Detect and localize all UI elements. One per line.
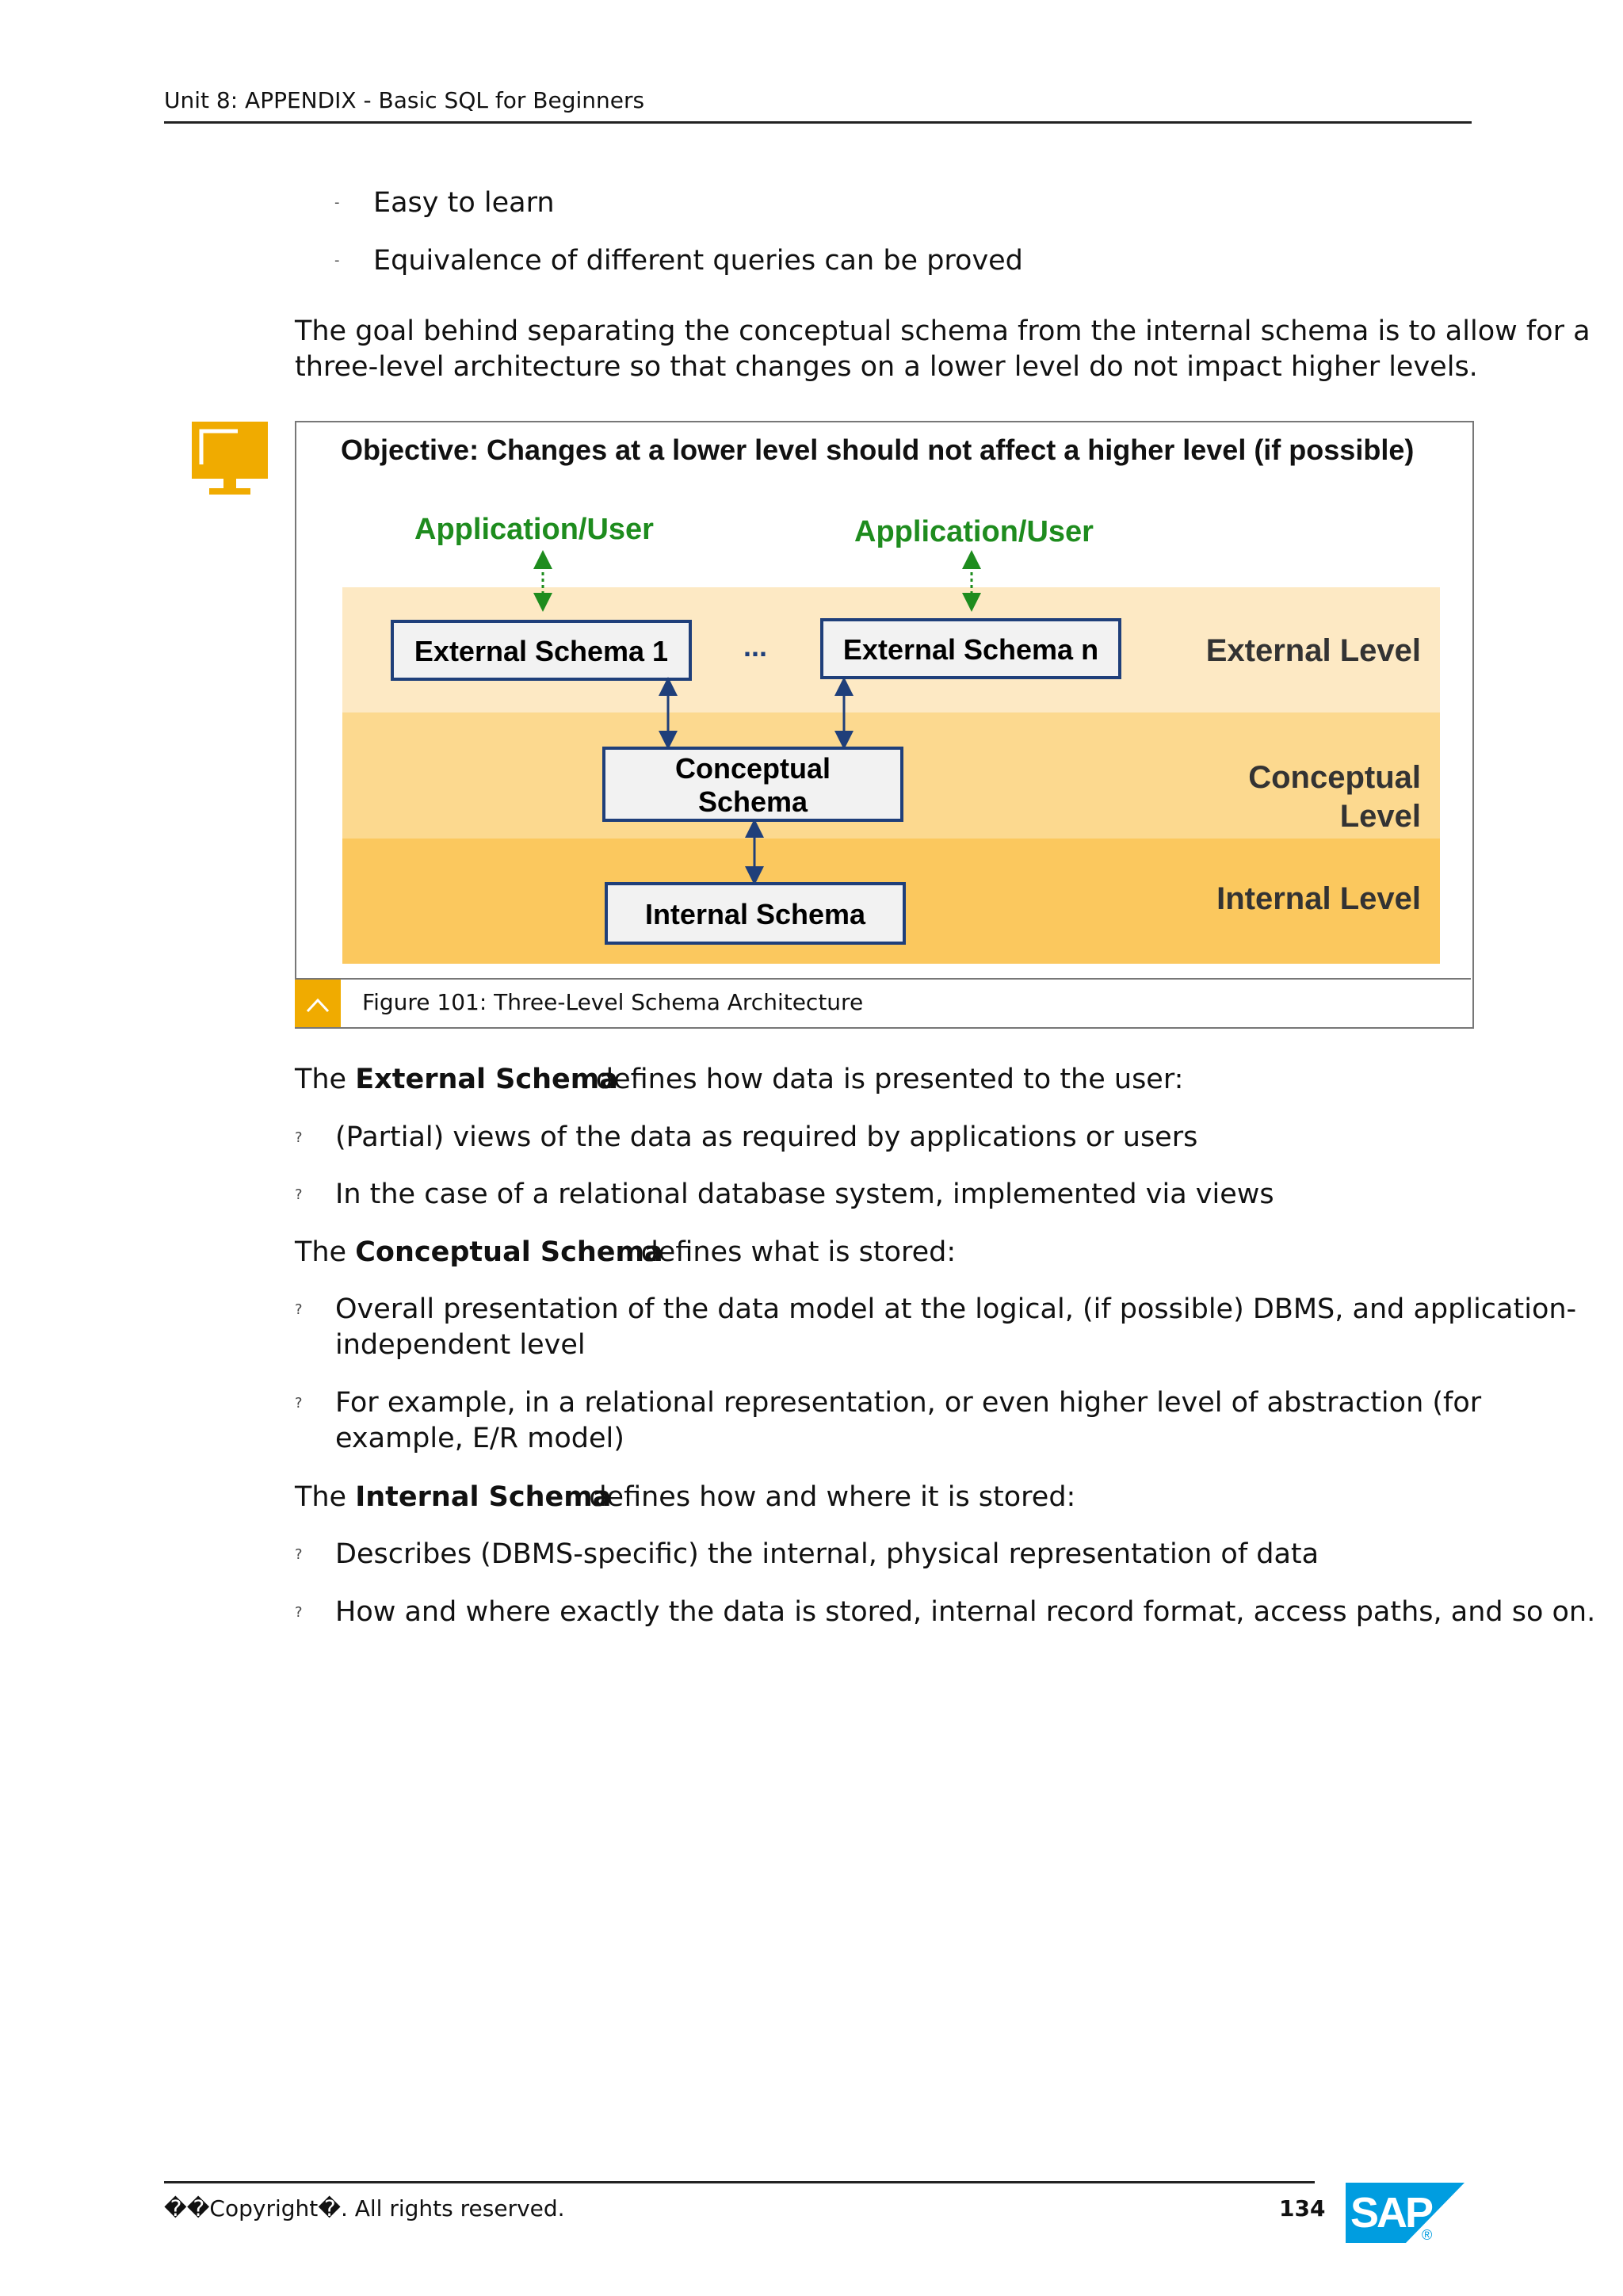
ellipsis: ... xyxy=(743,630,767,663)
svg-text:External Schema 1: External Schema 1 xyxy=(414,635,668,667)
three-level-schema-diagram: Objective: Changes at a lower level shou… xyxy=(341,434,1440,964)
external-schema-1-box: External Schema 1 xyxy=(391,620,692,681)
sap-logo: SAP ® xyxy=(1346,2183,1465,2243)
app-user-label: Application/User xyxy=(414,513,654,546)
svg-text:®: ® xyxy=(1422,2227,1432,2243)
bullet-marker: ? xyxy=(295,1546,303,1563)
conceptual-level-label: Conceptual xyxy=(1248,760,1421,795)
section-intro: The Internal Schemadefines how and where… xyxy=(295,1481,1076,1513)
list-item: In the case of a relational database sys… xyxy=(335,1179,1274,1210)
paragraph-line: three-level architecture so that changes… xyxy=(295,351,1478,383)
list-item: Describes (DBMS-specific) the internal, … xyxy=(335,1538,1319,1570)
list-item: How and where exactly the data is stored… xyxy=(335,1596,1596,1628)
figure-caption-bar: Figure 101: Three-Level Schema Architect… xyxy=(295,978,1471,1027)
svg-text:SAP: SAP xyxy=(1350,2189,1433,2237)
bullet-marker: - xyxy=(334,252,340,269)
bullet-marker: ? xyxy=(295,1186,303,1203)
header-divider xyxy=(164,121,1472,124)
footer-divider xyxy=(164,2181,1315,2183)
collapse-caret-icon[interactable] xyxy=(295,980,341,1027)
svg-text:External Schema n: External Schema n xyxy=(843,633,1098,666)
svg-text:Conceptual: Conceptual xyxy=(675,752,831,785)
app-user-label: Application/User xyxy=(854,515,1094,548)
conceptual-level-label: Level xyxy=(1340,799,1421,834)
section-intro: The Conceptual Schemadefines what is sto… xyxy=(295,1236,957,1268)
internal-level-label: Internal Level xyxy=(1216,881,1421,916)
svg-text:Schema: Schema xyxy=(698,785,808,818)
list-item: Equivalence of different queries can be … xyxy=(373,245,1023,277)
bullet-marker: ? xyxy=(295,1129,303,1146)
bullet-marker: ? xyxy=(295,1395,303,1412)
bullet-marker: ? xyxy=(295,1604,303,1621)
bullet-marker: - xyxy=(334,194,340,211)
copyright-text: ��Copyright�. All rights reserved. xyxy=(164,2195,565,2222)
list-item: (Partial) views of the data as required … xyxy=(335,1121,1198,1153)
svg-text:Internal Schema: Internal Schema xyxy=(645,898,866,930)
paragraph-line: The goal behind separating the conceptua… xyxy=(295,315,1591,347)
figure-frame xyxy=(295,421,1474,1029)
diagram-objective: Objective: Changes at a lower level shou… xyxy=(341,434,1414,466)
list-item: Easy to learn xyxy=(373,187,555,219)
external-level-label: External Level xyxy=(1206,633,1421,668)
list-item: For example, in a relational representat… xyxy=(335,1387,1482,1454)
conceptual-schema-box: Conceptual Schema xyxy=(602,747,903,822)
figure-caption: Figure 101: Three-Level Schema Architect… xyxy=(362,989,864,1015)
internal-schema-box: Internal Schema xyxy=(605,882,906,945)
external-schema-n-box: External Schema n xyxy=(820,618,1121,679)
list-item: Overall presentation of the data model a… xyxy=(335,1293,1577,1361)
running-header: Unit 8: APPENDIX - Basic SQL for Beginne… xyxy=(164,87,645,113)
section-intro: The External Schemadefines how data is p… xyxy=(295,1064,1184,1095)
bullet-marker: ? xyxy=(295,1301,303,1318)
monitor-icon xyxy=(192,422,268,495)
page-number: 134 xyxy=(1279,2195,1326,2222)
